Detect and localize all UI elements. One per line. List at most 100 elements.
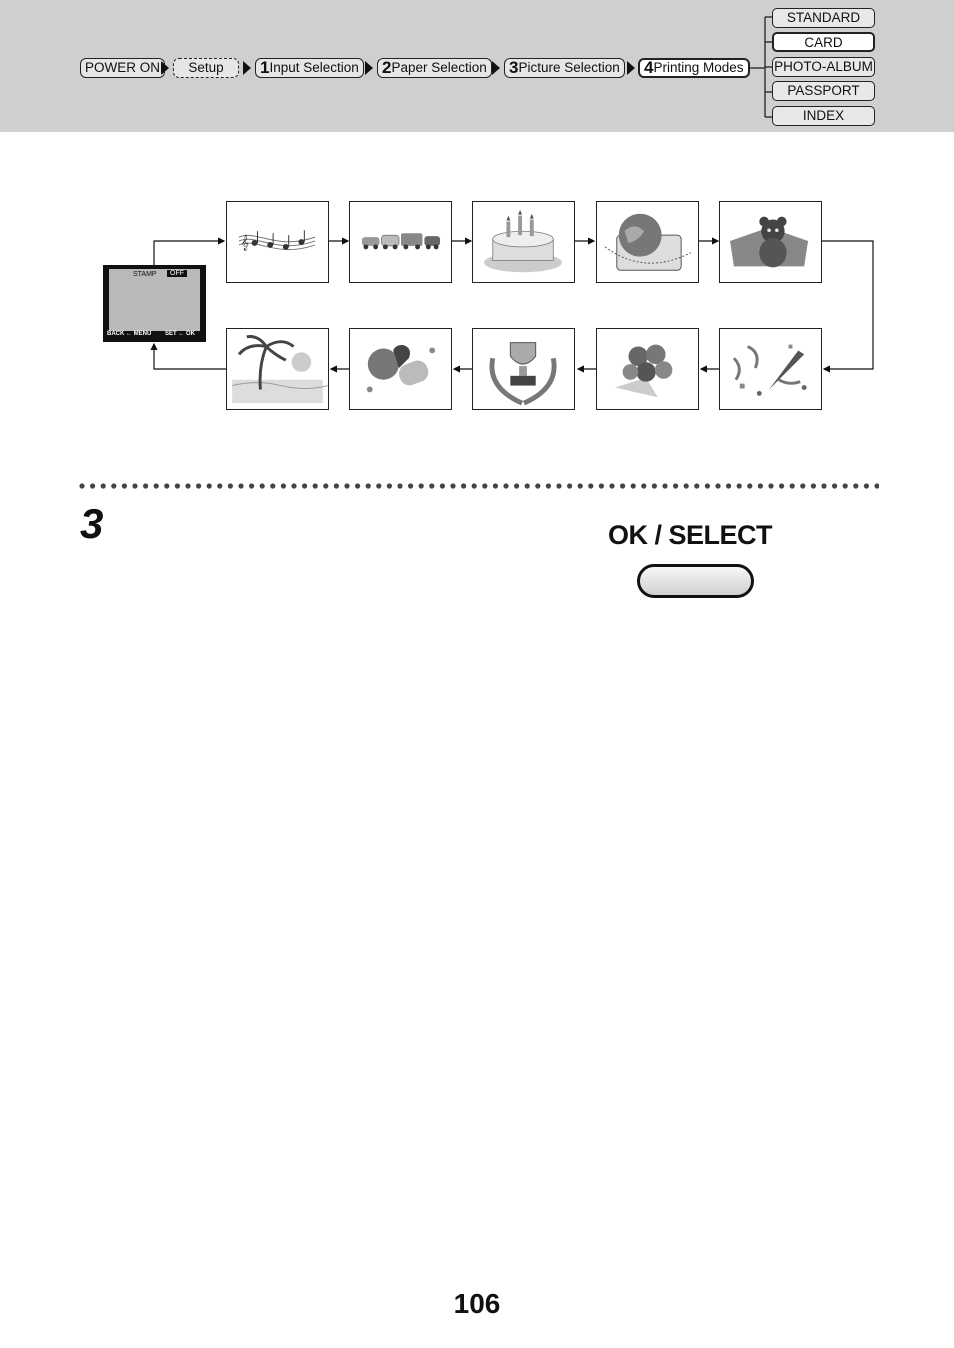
divider-dot (821, 483, 827, 489)
mode-photo-album: PHOTO-ALBUM (772, 57, 875, 77)
divider-dot (111, 483, 117, 489)
party-confetti-icon (719, 328, 822, 410)
mode-index: INDEX (772, 106, 875, 126)
arrow-right-icon (492, 61, 500, 75)
divider-dot (461, 483, 467, 489)
divider-dot (386, 483, 392, 489)
divider-dot (291, 483, 297, 489)
crumb-setup-label: Setup (188, 60, 224, 75)
divider-dot (418, 483, 424, 489)
divider-dot (344, 483, 350, 489)
divider-dot (736, 483, 742, 489)
mode-tree-connector (749, 16, 773, 118)
divider-dot (450, 483, 456, 489)
divider-dot (524, 483, 530, 489)
divider-dot (429, 483, 435, 489)
arrow-right-icon (161, 61, 169, 75)
divider-dot (280, 483, 286, 489)
divider-dot (143, 483, 149, 489)
palm-beach-icon (226, 328, 329, 410)
divider-dot (842, 483, 848, 489)
divider-dot (503, 483, 509, 489)
crumb-picture-selection-label: Picture Selection (518, 60, 620, 75)
divider-dot (556, 483, 562, 489)
step-number: 3 (80, 500, 104, 547)
step-number-3: 3 (509, 58, 519, 77)
birthday-cake-icon (472, 201, 575, 283)
divider-dot (514, 483, 520, 489)
crumb-power-on-label: POWER ON (85, 60, 161, 75)
divider-dot (800, 483, 806, 489)
step-number-2: 2 (382, 58, 392, 77)
divider-dot (121, 483, 127, 489)
divider-dot (577, 483, 583, 489)
lcd-title: STAMP (133, 271, 157, 278)
divider-dot (227, 483, 233, 489)
divider-dot (439, 483, 445, 489)
page-number: 106 (453, 1288, 501, 1319)
lcd-screen: STAMP OFF BACK ← MENU SET ← OK (103, 265, 206, 342)
divider-dot (270, 483, 276, 489)
divider-dot (726, 483, 732, 489)
divider-dot (492, 483, 498, 489)
svg-text:𝄞: 𝄞 (241, 235, 249, 251)
divider-dot (174, 483, 180, 489)
crumb-printing-modes-label: Printing Modes (653, 60, 744, 75)
globe-suitcase-icon (596, 201, 699, 283)
divider-dot (164, 483, 170, 489)
divider-dot (333, 483, 339, 489)
step-number-4: 4 (644, 58, 654, 77)
divider-dot (662, 483, 668, 489)
crumb-paper-selection-label: Paper Selection (391, 60, 487, 75)
crumb-input-selection: 1 Input Selection (255, 58, 364, 78)
divider-dot (376, 483, 382, 489)
divider-dot (312, 483, 318, 489)
cars-icon (349, 201, 452, 283)
divider-dot (185, 483, 191, 489)
divider-dot (874, 483, 879, 489)
divider-dot (238, 483, 244, 489)
divider-dot (789, 483, 795, 489)
crumb-power-on: POWER ON (80, 58, 166, 78)
music-notes-icon: 𝄞 (226, 201, 329, 283)
mode-standard: STANDARD (772, 8, 875, 28)
divider-dot (853, 483, 859, 489)
divider-dot (259, 483, 265, 489)
divider-dot (206, 483, 212, 489)
crumb-picture-selection: 3 Picture Selection (504, 58, 625, 78)
divider-dot (79, 483, 85, 489)
divider-dot (630, 483, 636, 489)
divider-dot (302, 483, 308, 489)
ok-select-button (637, 564, 754, 598)
divider-dot (832, 483, 838, 489)
divider-dot (482, 483, 488, 489)
divider-dot (704, 483, 711, 489)
divider-dot (408, 483, 414, 489)
divider-dot (757, 483, 764, 489)
trophy-icon (472, 328, 575, 410)
crumb-input-selection-label: Input Selection (269, 60, 359, 75)
divider-dot (535, 483, 541, 489)
lcd-value: OFF (167, 270, 187, 277)
arrow-right-icon (243, 61, 251, 75)
divider-dot (471, 483, 477, 489)
divider-dot (588, 483, 594, 489)
divider-dot (100, 483, 106, 489)
crumb-printing-modes: 4 Printing Modes (638, 58, 750, 78)
lcd-back-hint: BACK ← MENU (107, 331, 152, 337)
candies-icon (349, 328, 452, 410)
lcd-display: STAMP OFF (109, 269, 200, 331)
divider-dot (641, 483, 647, 489)
divider-dot (196, 483, 202, 489)
divider-dot (365, 483, 371, 489)
mode-passport: PASSPORT (772, 81, 875, 101)
teddy-bear-icon (719, 201, 822, 283)
divider-dot (355, 483, 361, 489)
arrow-right-icon (627, 61, 635, 75)
divider-dot (217, 483, 223, 489)
divider-dot (567, 483, 573, 489)
stamp-cycle-arrows (150, 237, 874, 373)
divider-dot (683, 483, 689, 489)
crumb-setup: Setup (173, 58, 239, 78)
divider-dot (810, 483, 817, 489)
